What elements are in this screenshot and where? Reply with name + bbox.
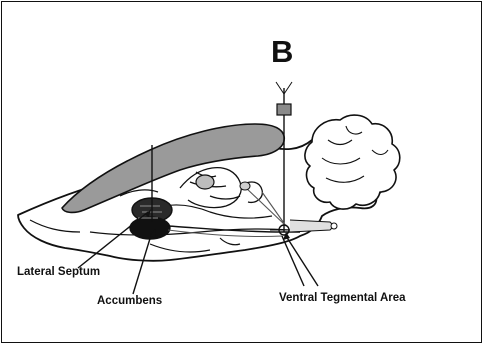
pipette	[290, 220, 334, 232]
fiber-line-2	[262, 192, 286, 226]
panel-letter: B	[271, 36, 293, 67]
leader-vta-1	[286, 236, 318, 286]
label-ventral-tegmental-area: Ventral Tegmental Area	[279, 292, 406, 305]
label-accumbens: Accumbens	[97, 295, 162, 308]
leader-vta-2	[282, 236, 304, 286]
electrode-block	[277, 104, 291, 115]
cortex-band	[62, 124, 284, 212]
label-lateral-septum: Lateral Septum	[17, 266, 100, 279]
leader-accumbens	[133, 232, 152, 294]
midbrain-nucleus	[196, 175, 214, 189]
accumbens-region	[130, 217, 170, 239]
